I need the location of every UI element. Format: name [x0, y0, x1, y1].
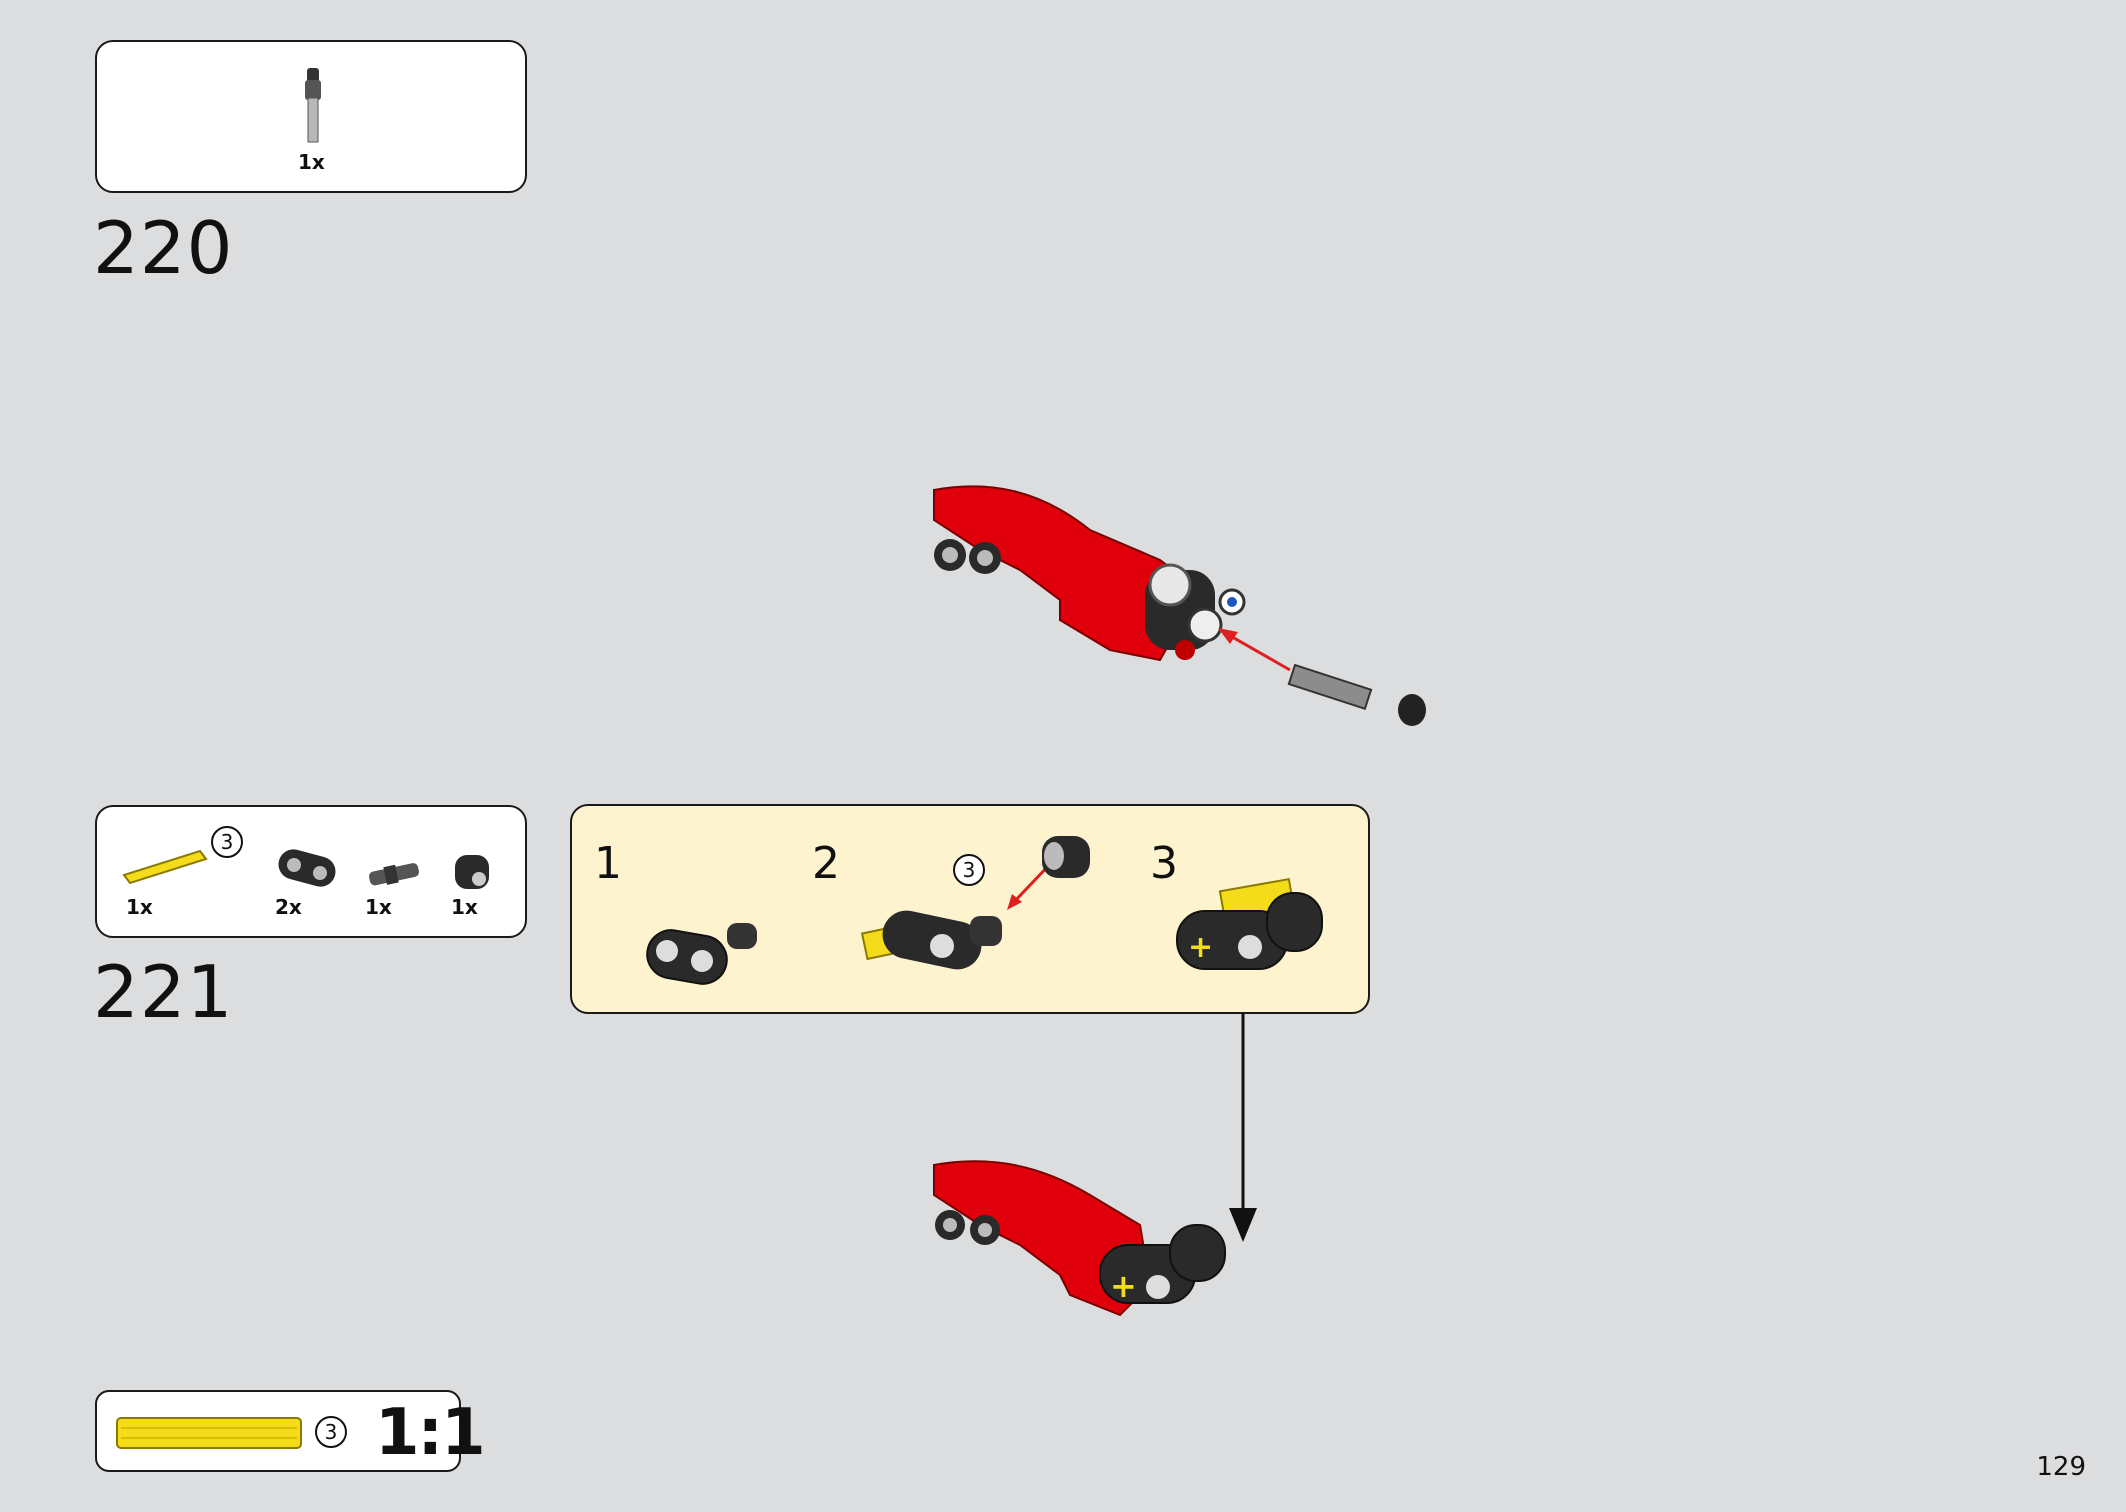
placement-arrow	[1229, 1012, 1257, 1242]
part-quantity: 2x	[275, 895, 302, 919]
grey-axle-pin-icon	[305, 68, 321, 143]
yellow-axle-scale-icon	[116, 1417, 302, 1449]
part-quantity: 1x	[126, 895, 153, 919]
step-number-221: 221	[93, 950, 234, 1034]
part-quantity: 1x	[451, 895, 478, 919]
sub-assembly-panel: 1 2 3 3 +	[570, 804, 1370, 1014]
page-number: 129	[2036, 1452, 2086, 1482]
part-quantity: 1x	[298, 150, 325, 174]
scale-ratio: 1:1	[375, 1396, 486, 1470]
svg-text:+: +	[1110, 1267, 1137, 1305]
sub-step-1-illustration	[646, 923, 757, 985]
sub-step-number-3: 3	[1150, 838, 1178, 889]
grey-pin-icon	[369, 863, 420, 886]
sub-step-number-2: 2	[812, 838, 840, 889]
parts-callout-220: 1x	[95, 40, 527, 193]
scale-reference-box: 3	[95, 1390, 461, 1472]
black-bush-icon	[455, 855, 489, 889]
black-pins-left	[935, 1210, 1000, 1245]
parts-callout-221: 3 1x 2x 1x 1x	[95, 805, 527, 938]
step-221-assembly: +	[933, 1160, 1226, 1317]
black-pins-left	[934, 539, 1001, 574]
sub-step-3-illustration: +	[1176, 877, 1323, 970]
sub-step-number-1: 1	[594, 838, 622, 889]
length-badge: 3	[315, 1416, 347, 1448]
part-quantity: 1x	[365, 895, 392, 919]
length-badge: 3	[211, 826, 243, 858]
yellow-axle-icon	[122, 849, 208, 885]
svg-text:+: +	[1188, 930, 1213, 965]
black-beam-connector-icon	[278, 849, 336, 887]
length-badge: 3	[953, 854, 985, 886]
step-number-220: 220	[93, 206, 234, 290]
sub-step-2-illustration	[860, 836, 1090, 970]
step-220-assembly	[933, 485, 1426, 726]
